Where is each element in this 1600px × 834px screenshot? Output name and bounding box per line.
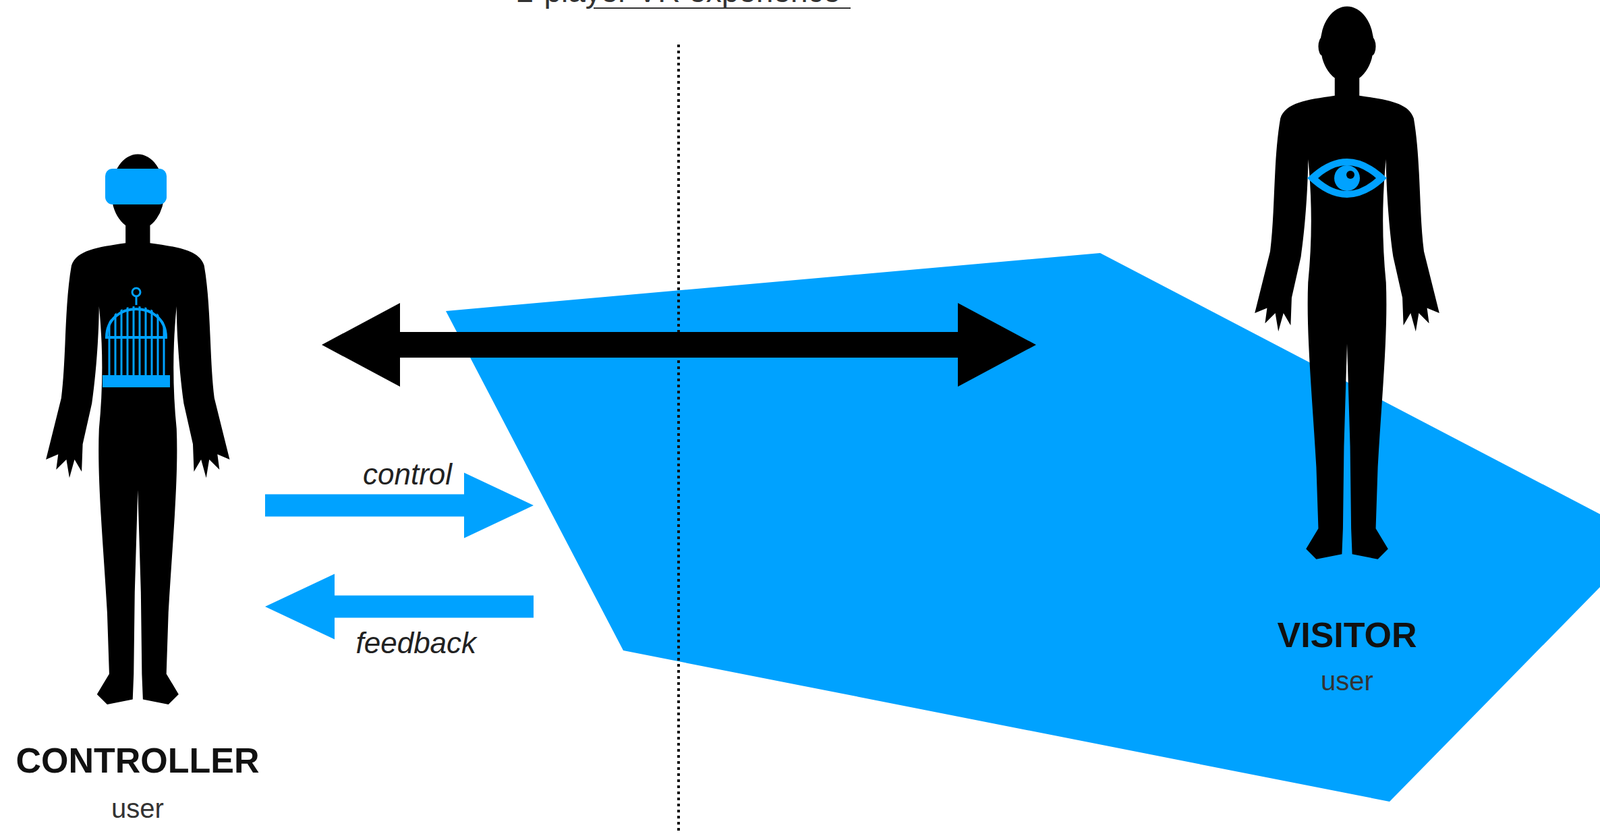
arrow-label: control: [362, 457, 452, 492]
user-figure: CONTROLLER user: [0, 148, 276, 830]
role-name: CONTROLLER: [0, 739, 276, 781]
eye-symbol: [1307, 158, 1387, 198]
vr-headset: [105, 168, 167, 205]
arrow-label: feedback: [356, 625, 477, 660]
user-figure: VISITOR user: [1243, 0, 1451, 702]
divider-line: [677, 44, 680, 834]
role-type: user: [0, 793, 276, 824]
diagram-title: 2-player VR experience: [516, 0, 842, 10]
birdcage-symbol: [102, 288, 170, 388]
person-silhouette: [45, 154, 230, 705]
role-name: VISITOR: [1243, 614, 1451, 655]
interaction-arrow: [321, 302, 1037, 387]
person-silhouette: [1254, 6, 1440, 560]
role-type: user: [1243, 665, 1451, 697]
